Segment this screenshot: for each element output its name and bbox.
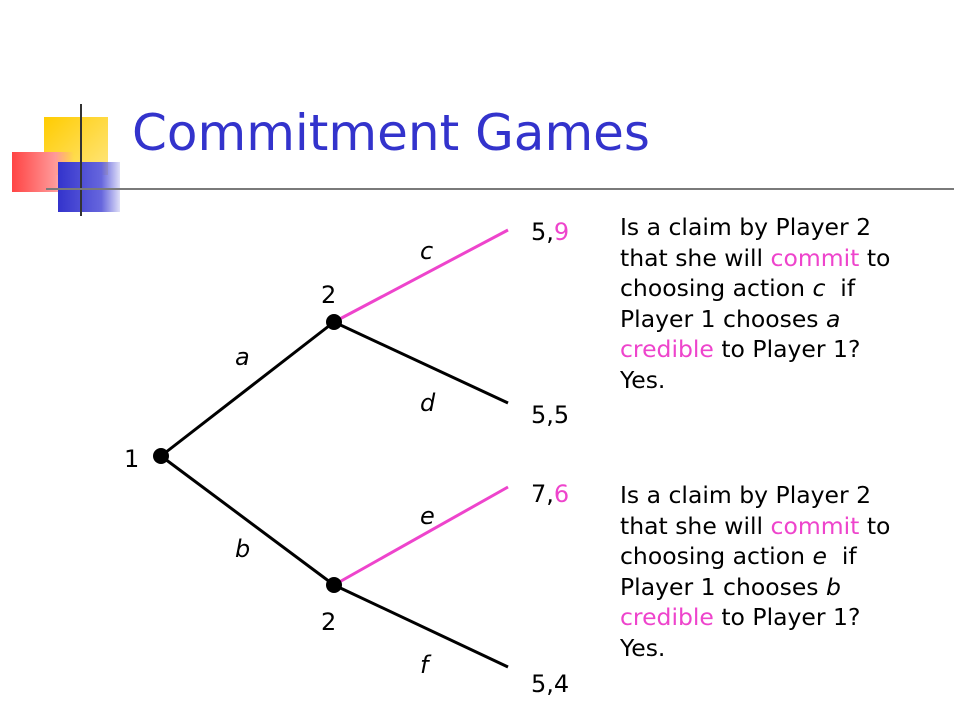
payoff-c-p1: 5 — [531, 218, 546, 246]
q1-line-1: Is a claim by Player 2 — [620, 213, 872, 241]
payoff-d-sep: , — [546, 401, 554, 429]
edge-d — [333, 320, 509, 405]
root-node — [153, 448, 169, 464]
q2-line-3: choosing action e if — [620, 541, 950, 572]
q1-action-a: a — [826, 304, 841, 333]
question-2-text: Is a claim by Player 2 that she will com… — [620, 480, 950, 663]
payoff-e: 7,6 — [531, 480, 569, 508]
payoff-f-p2: 4 — [554, 670, 569, 698]
q1-answer: Yes. — [620, 365, 666, 394]
q1-line-4-pre: Player 1 chooses — [620, 304, 827, 333]
q1-line-2: that she will commit to — [620, 243, 950, 274]
q2-line-2-post: to — [859, 511, 891, 540]
payoff-c-sep: , — [546, 218, 554, 246]
q1-commit-highlight: commit — [770, 243, 860, 272]
edge-b — [160, 454, 335, 587]
root-node-label: 1 — [124, 445, 139, 473]
q1-line-3: choosing action c if — [620, 273, 950, 304]
q1-line-5-post: to Player 1? — [713, 335, 861, 363]
action-f-label: f — [420, 651, 432, 679]
payoff-f: 5,4 — [531, 670, 569, 698]
q2-line-4: Player 1 chooses b — [620, 572, 950, 603]
q1-line-4: Player 1 chooses a — [620, 304, 950, 335]
q2-answer: Yes. — [620, 633, 666, 662]
q2-line-5-post: to Player 1? — [713, 603, 861, 631]
q1-action-c: c — [812, 274, 826, 302]
q2-line-4-pre: Player 1 chooses — [620, 572, 827, 601]
payoff-d: 5,5 — [531, 401, 569, 429]
q2-commit-highlight: commit — [770, 511, 860, 540]
payoff-f-sep: , — [546, 670, 554, 698]
payoff-e-p2: 6 — [554, 480, 569, 508]
payoff-e-p1: 7 — [531, 480, 546, 508]
upper-node-label: 2 — [321, 281, 336, 309]
payoff-c: 5,9 — [531, 218, 569, 246]
q1-line-3-post: if — [825, 274, 856, 302]
decor-horizontal-line — [46, 188, 954, 190]
action-c-label: c — [420, 237, 433, 265]
game-tree-diagram: 1 2 2 a b c d e f 5,9 5,5 7,6 5,4 — [124, 218, 569, 698]
q1-line-5: credible to Player 1? — [620, 334, 950, 365]
q2-line-2-pre: that she will — [620, 511, 771, 540]
payoff-e-sep: , — [546, 480, 554, 508]
page-title: Commitment Games — [132, 104, 650, 162]
action-d-label: d — [420, 389, 436, 417]
question-1-text: Is a claim by Player 2 that she will com… — [620, 212, 950, 395]
q1-line-3-pre: choosing action — [620, 274, 813, 302]
payoff-c-p2: 9 — [554, 218, 569, 246]
q2-action-e: e — [812, 542, 827, 570]
lower-node-label: 2 — [321, 608, 336, 636]
payoff-f-p1: 5 — [531, 670, 546, 698]
edge-f — [333, 583, 509, 669]
payoff-d-p2: 5 — [554, 401, 569, 429]
q2-line-1: Is a claim by Player 2 — [620, 481, 872, 509]
q1-credible-highlight: credible — [620, 335, 714, 363]
payoff-d-p1: 5 — [531, 401, 546, 429]
q2-credible-highlight: credible — [620, 603, 714, 631]
edge-c — [333, 228, 509, 324]
edge-e — [333, 485, 509, 587]
lower-decision-node — [326, 577, 342, 593]
action-b-label: b — [235, 535, 250, 563]
q1-line-2-pre: that she will — [620, 243, 771, 272]
q2-line-5: credible to Player 1? — [620, 602, 950, 633]
upper-decision-node — [326, 314, 342, 330]
decor-vertical-line — [80, 104, 82, 216]
action-e-label: e — [420, 502, 435, 530]
q2-line-2: that she will commit to — [620, 511, 950, 542]
q1-line-2-post: to — [859, 243, 891, 272]
q2-line-3-pre: choosing action — [620, 542, 813, 570]
action-a-label: a — [235, 343, 250, 371]
q2-line-3-post: if — [826, 542, 857, 570]
q2-action-b: b — [826, 572, 841, 601]
decor-blue-square — [58, 162, 120, 212]
edge-a — [160, 320, 335, 458]
